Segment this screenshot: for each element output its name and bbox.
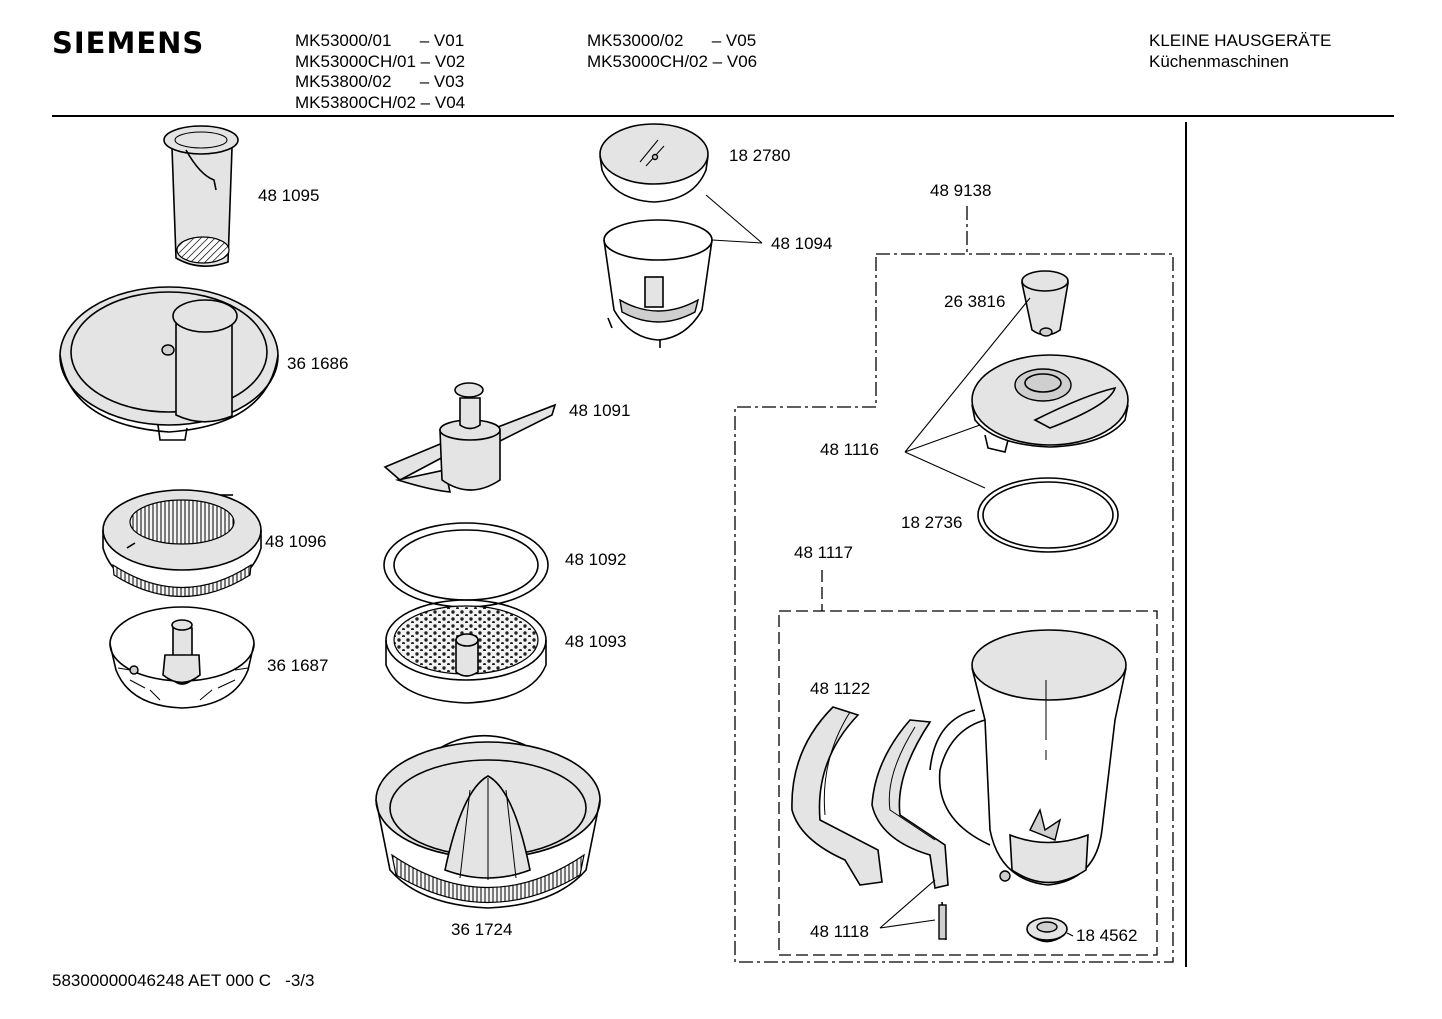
label-182780: 18 2780: [729, 146, 791, 165]
part-481096-ring: [102, 489, 262, 597]
label-481096: 48 1096: [265, 532, 327, 551]
model-line: MK53800/02 – V03: [295, 72, 465, 91]
brand-logo: SIEMENS: [52, 26, 205, 60]
right-margin-rule: [1185, 122, 1187, 967]
model-line: MK53800CH/02 – V04: [295, 92, 466, 112]
label-481117: 48 1117: [794, 543, 853, 562]
part-481091-blade: [383, 382, 557, 493]
part-182736-seal: [977, 477, 1119, 553]
leader-481116: [904, 297, 1031, 489]
subcategory-title: Küchenmaschinen: [1149, 51, 1289, 71]
header-rule: [52, 115, 1394, 117]
assembly-481117-boundary: [778, 610, 1158, 956]
part-361724-citrus-press: [375, 734, 601, 909]
label-361687: 36 1687: [267, 656, 329, 675]
label-263816: 26 3816: [944, 292, 1006, 311]
leader-184562: [1066, 932, 1074, 937]
label-481094: 48 1094: [771, 234, 833, 253]
model-line: MK53000CH/01 – V02: [295, 51, 466, 71]
part-481093-disc: [385, 599, 547, 704]
model-line: MK53000/01 – V01: [295, 31, 465, 50]
part-184562-coupling: [1026, 917, 1068, 943]
category-title: KLEINE HAUSGERÄTE: [1149, 31, 1332, 50]
part-361686-lid: [59, 286, 279, 441]
part-481094-bowl: [603, 219, 713, 348]
category-block: KLEINE HAUSGERÄTE Küchenmaschinen: [1149, 31, 1331, 72]
part-481095-pusher: [163, 125, 239, 267]
model-line: MK53000CH/02 – V06: [587, 51, 758, 71]
leader-481118: [879, 879, 936, 929]
label-184562: 18 4562: [1076, 926, 1138, 945]
model-line: MK53000/02 – V05: [587, 31, 757, 50]
label-489138: 48 9138: [930, 181, 992, 200]
document-id: 58300000046248 AET 000 C -3/3: [52, 971, 315, 990]
leader-481094: [705, 194, 763, 244]
label-481093: 48 1093: [565, 632, 627, 651]
assembly-489138-boundary: [734, 253, 1174, 963]
part-481118-handle-frame: [871, 719, 949, 941]
model-list-left: MK53000/01 – V01 MK53000CH/01 – V02 MK53…: [295, 31, 465, 113]
label-481122: 48 1122: [810, 679, 871, 698]
part-182780-bowl-lid: [599, 123, 709, 203]
part-361687-insert: [109, 606, 255, 709]
part-481116-blender-lid: [971, 354, 1129, 453]
label-182736: 18 2736: [901, 513, 963, 532]
label-481118: 48 1118: [810, 922, 869, 941]
label-361724: 36 1724: [451, 920, 513, 939]
part-263816-cap: [1021, 270, 1069, 337]
label-481116: 48 1116: [820, 440, 879, 459]
part-481092-ring: [383, 522, 549, 608]
model-list-right: MK53000/02 – V05 MK53000CH/02 – V06: [587, 31, 757, 72]
label-361686: 36 1686: [287, 354, 349, 373]
label-481095: 48 1095: [258, 186, 320, 205]
part-blender-jug: [929, 629, 1127, 886]
part-481122-handle-cover: [791, 706, 883, 886]
label-481092: 48 1092: [565, 550, 627, 569]
label-481091: 48 1091: [569, 401, 631, 420]
